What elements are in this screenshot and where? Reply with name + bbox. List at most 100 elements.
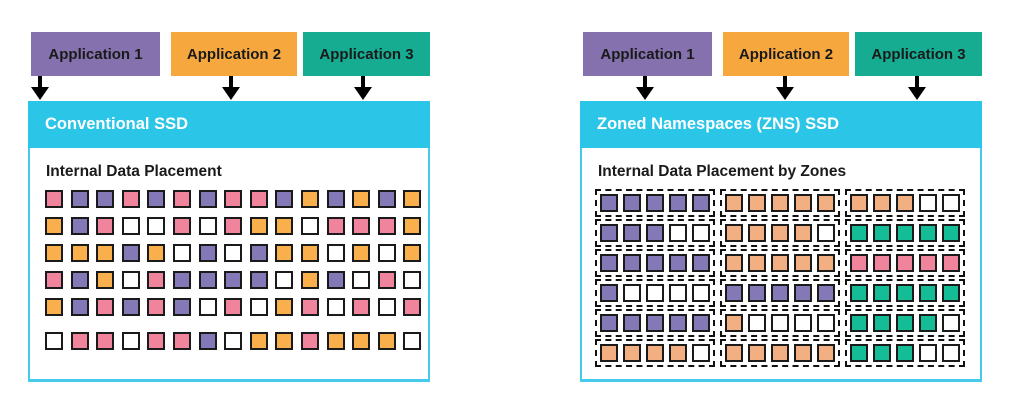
data-block — [600, 344, 618, 362]
data-block — [771, 284, 789, 302]
data-block — [352, 271, 371, 289]
down-arrow-icon — [354, 76, 372, 100]
grid-row — [45, 190, 428, 208]
data-block — [919, 194, 937, 212]
zns-grid — [582, 181, 980, 367]
data-block — [896, 314, 914, 332]
data-block — [817, 284, 835, 302]
data-block — [300, 298, 319, 316]
down-arrow-icon — [776, 76, 794, 100]
data-block — [172, 244, 191, 262]
zone-row — [595, 219, 980, 247]
data-block — [198, 244, 217, 262]
data-block — [249, 298, 268, 316]
data-block — [300, 190, 319, 208]
data-block — [275, 271, 294, 289]
data-block — [623, 254, 641, 272]
zns-ssd-group: Application 1 Application 2 Application … — [580, 0, 982, 416]
data-block — [172, 190, 191, 208]
application-1-box: Application 1 — [583, 32, 712, 76]
zone-box — [595, 189, 715, 217]
zns-subtitle: Internal Data Placement by Zones — [598, 163, 847, 180]
data-block — [692, 224, 710, 242]
data-block — [224, 217, 243, 235]
application-2-label: Application 2 — [186, 45, 282, 63]
application-3-box: Application 3 — [303, 32, 430, 76]
data-block — [45, 190, 63, 208]
zone-row — [595, 279, 980, 307]
data-block — [919, 314, 937, 332]
data-block — [403, 332, 422, 350]
data-block — [817, 344, 835, 362]
application-2-box: Application 2 — [723, 32, 849, 76]
data-block — [896, 344, 914, 362]
data-block — [172, 271, 191, 289]
zns-ssd-panel: Zoned Namespaces (ZNS) SSD Internal Data… — [580, 101, 982, 382]
data-block — [669, 284, 687, 302]
data-block — [896, 194, 914, 212]
data-block — [942, 194, 960, 212]
data-block — [96, 298, 115, 316]
data-block — [377, 271, 396, 289]
data-block — [275, 298, 294, 316]
data-block — [198, 190, 217, 208]
data-block — [249, 190, 268, 208]
data-block — [600, 224, 618, 242]
data-block — [198, 298, 217, 316]
application-3-box: Application 3 — [855, 32, 982, 76]
data-block — [669, 224, 687, 242]
data-block — [817, 314, 835, 332]
zone-box — [720, 219, 840, 247]
zone-box — [845, 249, 965, 277]
application-3-label: Application 3 — [319, 45, 414, 63]
application-2-label: Application 2 — [738, 45, 834, 63]
data-block — [850, 314, 868, 332]
data-block — [919, 284, 937, 302]
data-block — [896, 284, 914, 302]
conventional-grid — [30, 181, 428, 350]
data-block — [70, 217, 89, 235]
zone-row — [595, 339, 980, 367]
data-block — [121, 190, 140, 208]
grid-row — [45, 298, 428, 316]
data-block — [600, 194, 618, 212]
data-block — [748, 284, 766, 302]
data-block — [172, 298, 191, 316]
zone-box — [845, 309, 965, 337]
data-block — [326, 332, 345, 350]
down-arrow-icon — [222, 76, 240, 100]
data-block — [942, 344, 960, 362]
data-block — [352, 332, 371, 350]
data-block — [646, 224, 664, 242]
data-block — [326, 298, 345, 316]
conventional-ssd-panel: Conventional SSD Internal Data Placement — [28, 101, 430, 382]
data-block — [794, 314, 812, 332]
data-block — [224, 298, 243, 316]
grid-row — [45, 332, 428, 350]
data-block — [224, 244, 243, 262]
grid-row — [45, 217, 428, 235]
data-block — [794, 284, 812, 302]
data-block — [377, 332, 396, 350]
data-block — [352, 190, 371, 208]
conventional-ssd-header: Conventional SSD — [28, 101, 430, 148]
data-block — [646, 344, 664, 362]
data-block — [45, 244, 63, 262]
data-block — [275, 244, 294, 262]
data-block — [198, 217, 217, 235]
data-block — [623, 314, 641, 332]
data-block — [224, 332, 243, 350]
data-block — [748, 344, 766, 362]
data-block — [352, 298, 371, 316]
zone-row — [595, 249, 980, 277]
data-block — [850, 224, 868, 242]
data-block — [896, 254, 914, 272]
grid-row — [45, 244, 428, 262]
data-block — [121, 271, 140, 289]
data-block — [96, 271, 115, 289]
data-block — [873, 224, 891, 242]
data-block — [873, 284, 891, 302]
data-block — [377, 244, 396, 262]
data-block — [275, 217, 294, 235]
